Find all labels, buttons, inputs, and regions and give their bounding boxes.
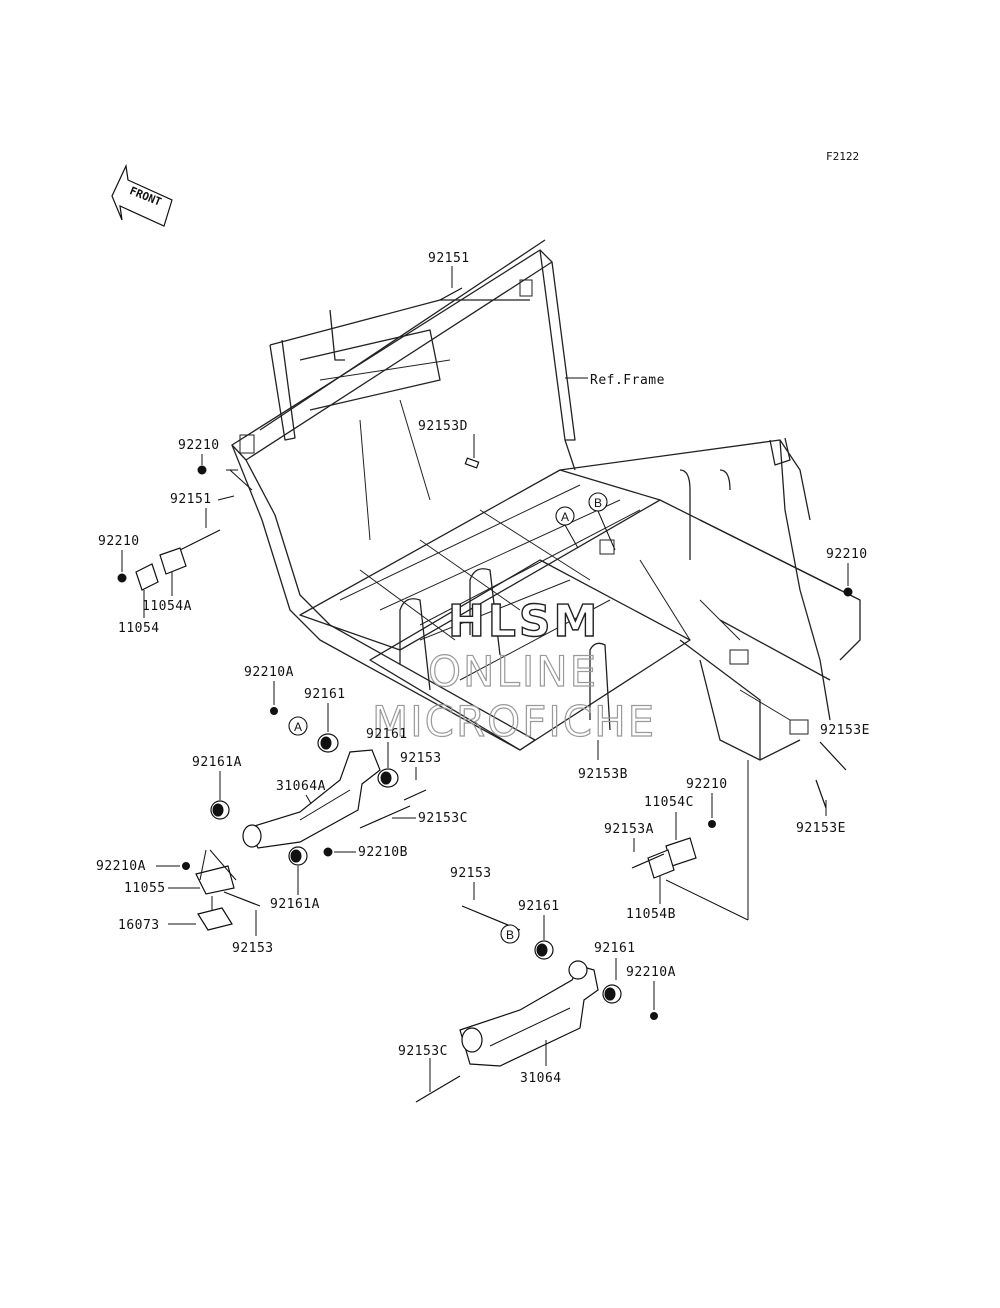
callout-a-part-label: A xyxy=(294,720,302,734)
label-92153B: 92153B xyxy=(578,767,628,782)
label-92210-rm: 92210 xyxy=(686,777,728,792)
nut-92210A-1 xyxy=(270,707,278,715)
label-92161-2: 92161 xyxy=(366,727,408,742)
label-31064: 31064 xyxy=(520,1071,562,1086)
label-ref-frame: Ref.Frame xyxy=(590,373,665,388)
callout-b-part-label: B xyxy=(506,928,514,942)
label-92153A: 92153A xyxy=(604,822,654,837)
nut-92210B xyxy=(323,847,333,857)
label-92210A-2: 92210A xyxy=(96,859,146,874)
label-92153C-2: 92153C xyxy=(398,1044,448,1059)
bolt-92153E-1 xyxy=(819,741,847,771)
label-92210B: 92210B xyxy=(358,845,408,860)
watermark-line-3: MICROFICHE xyxy=(372,697,656,746)
callout-b-part: B xyxy=(500,924,520,944)
label-92153-3: 92153 xyxy=(450,866,492,881)
label-92161A-1: 92161A xyxy=(192,755,242,770)
callout-a-frame-label: A xyxy=(561,510,569,524)
bracket-11055 xyxy=(195,865,235,895)
label-92161-4: 92161 xyxy=(594,941,636,956)
bolt-92153E-2 xyxy=(815,779,827,809)
bolt-92153-1 xyxy=(403,789,427,801)
cross-member-31064 xyxy=(459,960,599,1067)
watermark: HLSM ONLINE MICROFICHE xyxy=(371,595,656,746)
label-92153E-2: 92153E xyxy=(796,821,846,836)
label-92153C-1: 92153C xyxy=(418,811,468,826)
watermark-line-1: HLSM xyxy=(448,596,600,647)
label-92210-right: 92210 xyxy=(826,547,868,562)
bolt-92153-2 xyxy=(223,891,261,907)
callout-a-frame: A xyxy=(555,506,579,549)
label-92210A-1: 92210A xyxy=(244,665,294,680)
callout-b-frame-label: B xyxy=(594,496,602,510)
label-92210-left-1: 92210 xyxy=(178,438,220,453)
label-16073: 16073 xyxy=(118,918,160,933)
label-92153-1: 92153 xyxy=(400,751,442,766)
label-11055: 11055 xyxy=(124,881,166,896)
label-92161-3: 92161 xyxy=(518,899,560,914)
bushing-92161-4 xyxy=(602,984,622,1004)
bolt-92151-top xyxy=(439,287,463,301)
diagram-code: F2122 xyxy=(826,150,859,163)
label-31064A: 31064A xyxy=(276,779,326,794)
bushing-92161-1 xyxy=(317,733,339,753)
nut-92210A-2 xyxy=(182,862,190,870)
label-92153E-1: 92153E xyxy=(820,723,870,738)
label-92151-top: 92151 xyxy=(428,251,470,266)
nut-92210-left-1 xyxy=(197,465,207,475)
label-92151-left: 92151 xyxy=(170,492,212,507)
pad-16073 xyxy=(197,907,233,931)
label-92210A-3: 92210A xyxy=(626,965,676,980)
label-11054A: 11054A xyxy=(142,599,192,614)
bushing-92161A-2 xyxy=(288,846,308,866)
nut-92210-left-2 xyxy=(117,573,127,583)
bolt-92151-left xyxy=(179,529,221,551)
label-92161-1: 92161 xyxy=(304,687,346,702)
bolt-92153C-2 xyxy=(415,1075,461,1103)
label-11054: 11054 xyxy=(118,621,160,636)
bushing-92161A-1 xyxy=(210,800,230,820)
callout-b-frame: B xyxy=(588,492,616,551)
bolt-92153A xyxy=(631,853,665,869)
cross-member-31064A xyxy=(242,749,381,849)
bolt-92153C-1 xyxy=(359,805,411,829)
nut-92210-rm xyxy=(708,820,716,828)
watermark-line-2: ONLINE xyxy=(428,647,598,696)
label-92153-2: 92153 xyxy=(232,941,274,956)
nut-92210A-3 xyxy=(650,1012,658,1020)
bushing-92161-3 xyxy=(534,940,554,960)
label-92161A-2: 92161A xyxy=(270,897,320,912)
main-frame xyxy=(231,239,861,761)
front-arrow-icon: FRONT xyxy=(111,163,173,227)
label-11054C: 11054C xyxy=(644,795,694,810)
bracket-11054C xyxy=(647,837,697,879)
bushing-92161-2 xyxy=(377,768,399,788)
label-92210-left-2: 92210 xyxy=(98,534,140,549)
label-11054B: 11054B xyxy=(626,907,676,922)
bolt-92153D xyxy=(464,457,480,469)
bracket-11054A xyxy=(135,547,187,591)
nut-92210-right xyxy=(843,587,853,597)
callout-a-part: A xyxy=(288,716,308,736)
label-92153D: 92153D xyxy=(418,419,468,434)
